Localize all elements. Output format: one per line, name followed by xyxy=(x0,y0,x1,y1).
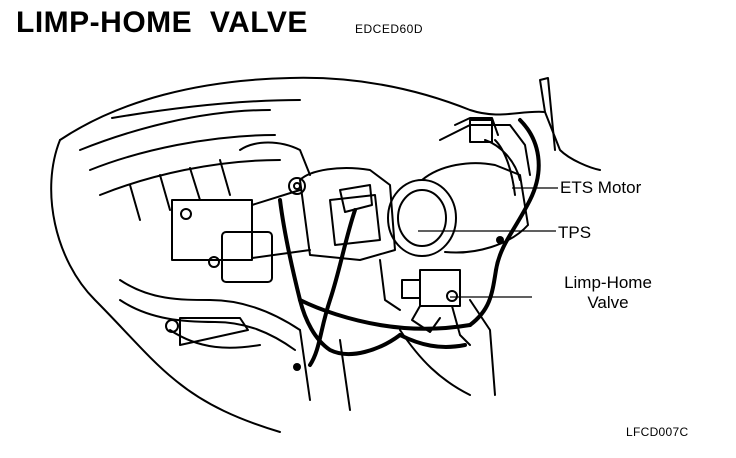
label-limp-home-line2: Valve xyxy=(587,293,629,312)
label-limp-home-valve: Limp-Home Valve xyxy=(534,273,682,313)
figure-code: LFCD007C xyxy=(626,425,689,439)
label-limp-home-line1: Limp-Home xyxy=(564,273,652,292)
document-code: EDCED60D xyxy=(355,22,424,36)
label-ets-motor: ETS Motor xyxy=(560,178,642,197)
label-tps: TPS xyxy=(558,223,592,242)
page-title: LIMP-HOME VALVE xyxy=(16,6,308,39)
